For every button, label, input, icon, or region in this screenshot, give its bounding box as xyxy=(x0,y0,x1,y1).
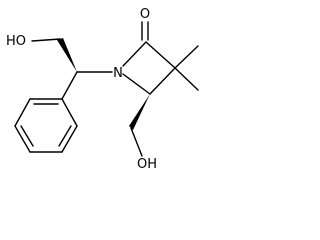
phenyl-ring xyxy=(14,98,78,153)
phenyl-inner-bond-2 xyxy=(58,125,72,147)
phenyl-inner-bond-3 xyxy=(20,125,34,147)
phenyl-bond-5 xyxy=(14,98,31,127)
bond-ch2-oh xyxy=(130,127,143,157)
phenyl-bond-4 xyxy=(14,125,31,153)
bond-methyl-1 xyxy=(174,45,199,69)
structure-canvas: O N HO OH xyxy=(6,7,199,172)
bond-cme2-c4 xyxy=(149,67,176,95)
bond-n-carbonylc xyxy=(122,41,147,67)
atom-label-hydroxyl-bottom: OH xyxy=(137,157,157,172)
wedge-bond-c4-ch2 xyxy=(129,94,150,130)
atom-label-carbonyl-oxygen: O xyxy=(140,7,150,22)
bond-methyl-2 xyxy=(174,67,199,91)
wedge-bond-benzylic-ch2 xyxy=(57,38,77,72)
bond-c4-n xyxy=(122,73,151,95)
bond-carbonylc-cme2 xyxy=(145,41,176,69)
atom-label-nitrogen: N xyxy=(113,66,123,81)
bond-ch2-ho xyxy=(31,38,61,42)
bond-benzylic-phenyl xyxy=(61,71,78,100)
phenyl-bond-2 xyxy=(61,125,78,153)
molecule-structure: O N HO OH xyxy=(6,7,199,172)
phenyl-bond-1 xyxy=(61,98,78,127)
atom-label-hydroxyl-left: HO xyxy=(6,34,26,49)
